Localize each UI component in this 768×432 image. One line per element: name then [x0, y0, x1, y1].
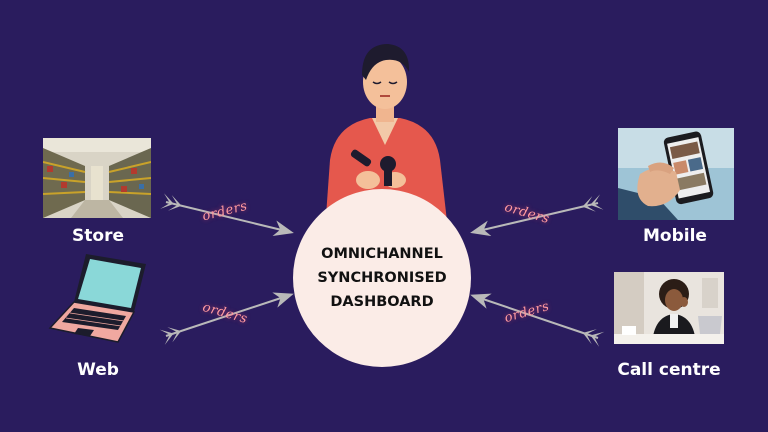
- call-centre-agent-photo-icon: [614, 272, 724, 344]
- call-centre-to-hub-arrow: [470, 293, 605, 347]
- smartphone-in-hand-photo-icon: [618, 128, 734, 220]
- laptop-illustration-icon: [48, 254, 146, 343]
- web-label: Web: [77, 360, 119, 380]
- dashboard-hub: OMNICHANNEL SYNCHRONISED DASHBOARD: [293, 189, 471, 367]
- hub-title-line-2: SYNCHRONISED: [317, 270, 447, 286]
- call-centre-label: Call centre: [617, 360, 721, 380]
- hub-title-line-3: DASHBOARD: [330, 294, 434, 310]
- store-to-hub-arrow: [160, 193, 294, 237]
- store-label: Store: [72, 226, 124, 246]
- mobile-to-hub-arrow: [470, 194, 604, 237]
- web-to-hub-arrow: [159, 292, 294, 345]
- mobile-label: Mobile: [643, 226, 707, 246]
- supermarket-aisle-photo-icon: [43, 138, 151, 218]
- hub-title-line-1: OMNICHANNEL: [321, 246, 443, 262]
